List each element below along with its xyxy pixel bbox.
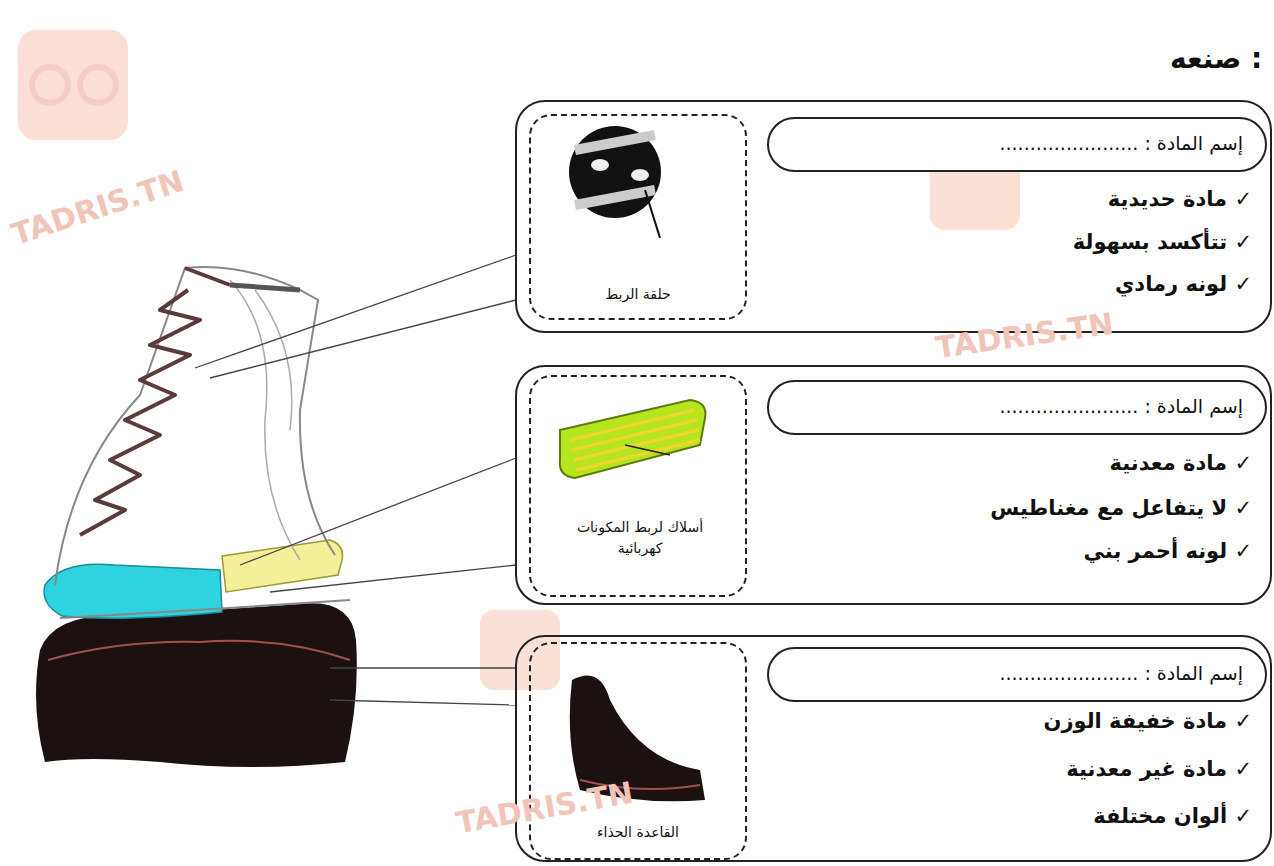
- property-line: ✓ لونه رمادي: [1115, 272, 1252, 296]
- part-caption: القاعدة الحذاء: [541, 822, 735, 843]
- name-field: إسم المادة : .......................: [767, 647, 1267, 702]
- name-field: إسم المادة : .......................: [767, 117, 1267, 172]
- field-label: إسم المادة : .......................: [999, 132, 1243, 154]
- shoe-upper: [55, 267, 335, 585]
- property-line: ✓ تتأكسد بسهولة: [1073, 230, 1252, 254]
- property-line: ✓ مادة حديدية: [1108, 187, 1252, 211]
- midsole-edge: [60, 600, 350, 618]
- shoe-sole: [36, 603, 357, 767]
- lace-end: [230, 285, 300, 290]
- property-line: ✓ لا يتفاعل مع مغناطيس: [990, 496, 1252, 520]
- ring-icon: [569, 126, 661, 238]
- circuit-pad: [222, 540, 343, 592]
- material-card: ✓ مادة حديدية ✓ تتأكسد بسهولة ✓ لونه رمادي…: [515, 100, 1272, 333]
- part-caption: حلقة الربط: [541, 284, 735, 305]
- page-heading-fragment: صنعه :: [1170, 42, 1262, 75]
- property-line: ✓ لونه أحمر بني: [1084, 539, 1252, 563]
- leader-lines: [195, 255, 516, 705]
- part-caption: أسلاك لربط المكونات كهربائية: [575, 517, 705, 559]
- material-card: ✓ مادة خفيفة الوزن ✓ مادة غير معدنية ✓ ألو…: [515, 635, 1272, 862]
- watermark: TADRIS.TN: [7, 163, 188, 252]
- property-line: ✓ مادة خفيفة الوزن: [1043, 709, 1252, 733]
- material-card: ✓ مادة معدنية ✓ لا يتفاعل مع مغناطيس ✓ لون…: [515, 365, 1272, 605]
- wires-icon: [560, 400, 706, 478]
- property-line: ✓ مادة غير معدنية: [1066, 757, 1252, 781]
- shoe-lace: [80, 268, 230, 535]
- shoe-upper-inner: [230, 280, 300, 560]
- name-field: إسم المادة : .......................: [767, 380, 1267, 435]
- sole-stripe: [48, 641, 350, 660]
- part-frame: أسلاك لربط المكونات كهربائية: [529, 375, 747, 597]
- part-frame: حلقة الربط: [529, 114, 747, 320]
- watermark: TADRIS.TN: [933, 306, 1115, 366]
- part-frame: القاعدة الحذاء: [529, 642, 747, 860]
- property-line: ✓ ألوان مختلفة: [1093, 804, 1252, 828]
- property-line: ✓ مادة معدنية: [1110, 451, 1252, 475]
- field-label: إسم المادة : .......................: [999, 395, 1243, 417]
- field-label: إسم المادة : .......................: [999, 662, 1243, 684]
